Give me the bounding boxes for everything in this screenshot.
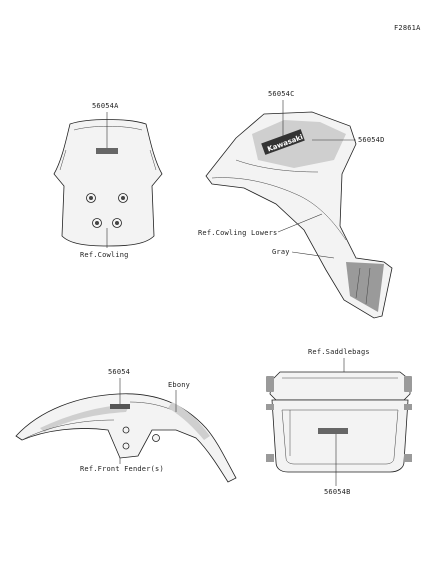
windshield-left-crease <box>59 149 67 171</box>
windshield-top-edge <box>73 126 143 131</box>
saddlebag-decal-part: 56054B <box>324 488 351 496</box>
saddlebag-ref-label: Ref.Saddlebags <box>308 348 370 356</box>
fender-bolt-1 <box>122 426 130 434</box>
cowling-top-decal-part: 56054C <box>268 90 295 98</box>
cowling-duct <box>346 262 384 312</box>
cowling-lower-crease <box>211 177 347 241</box>
fender-ref-label: Ref.Front Fender(s) <box>80 465 164 473</box>
fender-bolt-3 <box>152 434 160 442</box>
cowling-color-label: Gray <box>272 248 290 256</box>
saddlebag: Ref.Saddlebags 56054B <box>266 348 412 496</box>
windshield: 56054A Ref.Cowling <box>53 102 163 259</box>
fender-decal <box>110 404 130 409</box>
saddlebag-lid <box>269 371 411 401</box>
cowling-outline <box>205 111 393 319</box>
cowling-side-decal-part: 56054D <box>358 136 385 144</box>
figure-code: F2861A <box>394 24 421 32</box>
front-fender: 56054 Ebony Ref.Front Fender(s) <box>15 368 237 483</box>
windshield-ref-label: Ref.Cowling <box>80 251 129 259</box>
fender-rear-panel <box>168 402 210 440</box>
windshield-right-crease <box>149 149 157 171</box>
cowling-lower: Kawasaki 56054C 56054D Ref.Cowling Lower… <box>198 90 393 319</box>
windshield-outline <box>53 119 163 247</box>
saddlebag-body <box>271 399 409 473</box>
fender-top-strip <box>40 404 130 432</box>
fender-decal-part: 56054 <box>108 368 130 376</box>
fender-bolt-2 <box>122 442 130 450</box>
saddlebag-right-hinge <box>404 376 412 392</box>
windshield-decal-part: 56054A <box>92 102 119 110</box>
saddlebag-left-hinge <box>266 376 274 392</box>
fender-color-label: Ebony <box>168 381 190 389</box>
saddlebag-panel <box>281 409 399 465</box>
cowling-color-leader <box>291 251 335 259</box>
cowling-ref-label: Ref.Cowling Lowers <box>198 229 277 237</box>
saddlebag-decal <box>318 428 348 434</box>
cowling-mid-crease <box>235 159 319 173</box>
cowling-upper-panel <box>252 120 346 168</box>
windshield-decal <box>96 148 118 154</box>
cowling-ref-leader <box>277 213 323 233</box>
